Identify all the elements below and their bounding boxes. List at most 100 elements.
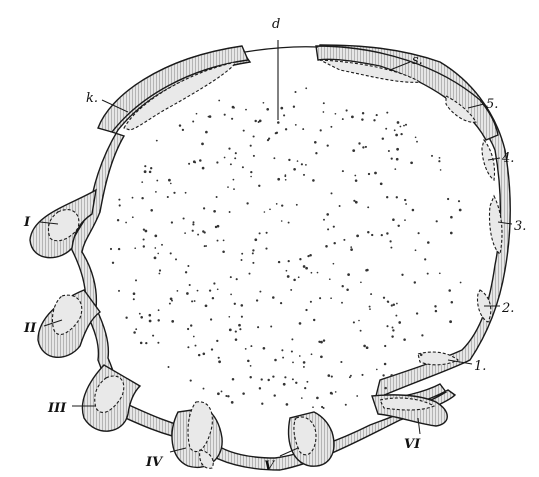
yolk-dot: [458, 200, 460, 202]
yolk-dot: [330, 126, 332, 128]
yolk-dot: [132, 216, 134, 218]
yolk-dot: [438, 160, 440, 162]
yolk-dot: [395, 315, 397, 317]
yolk-dot: [277, 178, 280, 181]
yolk-dot: [231, 118, 233, 120]
yolk-dot: [233, 179, 235, 181]
yolk-dot: [140, 342, 143, 345]
yolk-dot: [276, 203, 278, 205]
yolk-dot: [273, 157, 275, 159]
yolk-dot: [139, 313, 141, 315]
yolk-dot: [404, 219, 406, 221]
yolk-dot: [194, 300, 196, 302]
yolk-dot: [218, 360, 221, 363]
yolk-dot: [404, 199, 406, 201]
yolk-dot: [234, 157, 236, 159]
yolk-dot: [400, 126, 402, 128]
yolk-dot: [286, 403, 289, 406]
label-k: k.: [86, 91, 98, 106]
yolk-dot: [266, 108, 269, 111]
yolk-dot: [358, 142, 360, 144]
yolk-dot: [283, 114, 285, 116]
yolk-dot: [216, 161, 218, 163]
yolk-dot: [133, 331, 136, 334]
yolk-dot: [190, 380, 192, 382]
yolk-dot: [221, 390, 223, 392]
yolk-dot: [450, 232, 453, 235]
yolk-dot: [201, 143, 204, 146]
yolk-dot: [168, 366, 170, 368]
yolk-dot: [316, 397, 319, 400]
yolk-dot: [261, 378, 263, 380]
yolk-dot: [405, 124, 407, 126]
yolk-dot: [360, 281, 362, 283]
yolk-dot: [297, 160, 299, 162]
yolk-dot: [388, 150, 390, 152]
yolk-dot: [256, 299, 258, 301]
yolk-dot: [366, 346, 369, 349]
yolk-dot: [401, 274, 403, 276]
yolk-dot: [243, 130, 245, 132]
yolk-dot: [280, 107, 283, 110]
yolk-dot: [389, 240, 391, 242]
yolk-dot: [291, 350, 293, 352]
yolk-dot: [143, 245, 145, 247]
yolk-dot: [350, 246, 352, 248]
yolk-dot: [390, 247, 392, 249]
yolk-dot: [387, 300, 389, 302]
yolk-dot: [217, 392, 220, 395]
yolk-dot: [252, 252, 254, 254]
yolk-dot: [367, 231, 369, 233]
yolk-dot: [265, 248, 267, 250]
yolk-dot: [224, 157, 226, 159]
yolk-dot: [190, 324, 192, 326]
yolk-dot: [415, 136, 417, 138]
yolk-dot: [135, 279, 137, 281]
yolk-dot: [301, 397, 303, 399]
yolk-dot: [117, 219, 119, 221]
yolk-dot: [213, 210, 216, 213]
yolk-dot: [285, 179, 287, 181]
yolk-dot: [259, 291, 261, 293]
yolk-dot: [362, 112, 364, 114]
yolk-dot: [194, 162, 196, 164]
yolk-dot: [143, 238, 145, 240]
yolk-dot: [440, 169, 442, 171]
yolk-dot: [144, 165, 146, 167]
yolk-dot: [312, 179, 315, 182]
yolk-dot: [330, 392, 333, 395]
yolk-dot: [317, 272, 319, 274]
yolk-dot: [291, 338, 293, 340]
yolk-dot: [192, 230, 194, 232]
yolk-dot: [188, 163, 190, 165]
yolk-dot: [193, 336, 195, 338]
yolk-dot: [141, 197, 143, 199]
yolk-dot: [246, 202, 248, 204]
yolk-dot: [325, 245, 328, 248]
yolk-dot: [384, 345, 386, 347]
yolk-dot: [267, 379, 269, 381]
yolk-dot: [391, 304, 393, 306]
yolk-dot: [203, 353, 206, 356]
yolk-dot: [222, 250, 225, 253]
roof-line: [245, 47, 318, 52]
yolk-dot: [288, 159, 290, 161]
yolk-dot: [382, 374, 384, 376]
yolk-dot: [303, 174, 305, 176]
yolk-dot: [145, 342, 147, 344]
yolk-dot: [405, 203, 407, 205]
yolk-dot: [159, 269, 161, 271]
label-I: I: [23, 215, 31, 230]
yolk-dot: [416, 312, 418, 314]
yolk-dot: [213, 282, 215, 284]
yolk-dot: [367, 206, 369, 208]
yolk-dot: [173, 192, 175, 194]
yolk-dot: [250, 345, 252, 347]
yolk-dot: [350, 248, 353, 251]
yolk-dots: [110, 87, 462, 409]
yolk-dot: [418, 232, 420, 234]
yolk-dot: [356, 395, 358, 397]
label-3: 3.: [514, 219, 526, 234]
yolk-dot: [245, 348, 247, 350]
yolk-dot: [385, 128, 387, 130]
